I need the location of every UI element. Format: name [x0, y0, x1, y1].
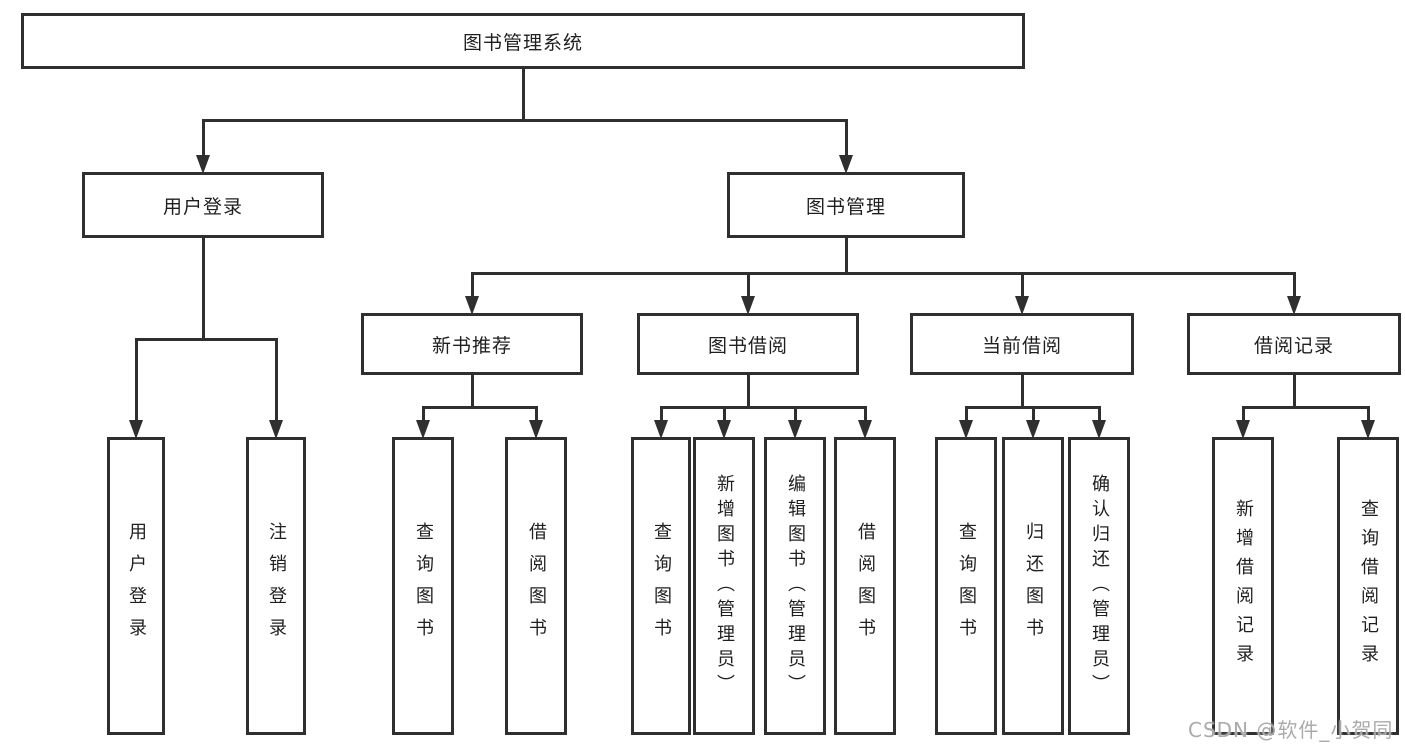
node-leaf-add-borrow-record: 新增借阅记录 [1212, 437, 1274, 735]
node-label: 图书管理 [805, 195, 886, 218]
arrow-down-icon [839, 155, 853, 174]
arrow-down-icon [1092, 420, 1106, 439]
connector-line [864, 406, 867, 426]
node-label: 查询借阅记录 [1358, 499, 1379, 673]
node-label: 新书推荐 [431, 334, 512, 357]
connector-line [1367, 406, 1370, 426]
connector-line [747, 272, 750, 302]
connector-line [135, 338, 138, 426]
node-label: 注销登录 [266, 522, 287, 650]
node-label: 查询图书 [413, 522, 434, 650]
arrow-down-icon [654, 420, 668, 439]
connector-line [1032, 406, 1035, 426]
node-root: 图书管理系统 [21, 13, 1025, 69]
csdn-watermark: CSDN @软件_小贺同学 [1188, 718, 1394, 742]
connector-line [1021, 373, 1024, 409]
connector-line [1021, 272, 1024, 302]
node-label: 确认归还（管理员） [1089, 473, 1110, 699]
node-leaf-logout: 注销登录 [246, 437, 306, 735]
node-leaf-confirm-return-admin: 确认归还（管理员） [1068, 437, 1130, 735]
node-label: 借阅图书 [855, 522, 876, 650]
connector-line [275, 338, 278, 426]
arrow-down-icon [529, 420, 543, 439]
connector-line [723, 406, 726, 426]
node-leaf-query-books-current: 查询图书 [935, 437, 997, 735]
connector-line [471, 373, 474, 409]
node-leaf-borrow-books: 借阅图书 [834, 437, 896, 735]
node-label: 借阅图书 [526, 522, 547, 650]
connector-line [535, 406, 538, 426]
connector-line [202, 119, 848, 122]
node-current-borrowing: 当前借阅 [910, 313, 1134, 375]
connector-line [794, 406, 797, 426]
node-leaf-return-books: 归还图书 [1002, 437, 1064, 735]
connector-line [135, 338, 278, 341]
node-leaf-query-books-borrow: 查询图书 [631, 437, 691, 735]
node-label: 新增图书（管理员） [714, 473, 735, 699]
connector-line [1242, 406, 1370, 409]
node-leaf-edit-books-admin: 编辑图书（管理员） [764, 437, 826, 735]
arrow-down-icon [959, 420, 973, 439]
connector-line [747, 373, 750, 409]
node-label: 借阅记录 [1253, 334, 1334, 357]
node-label: 新增借阅记录 [1233, 499, 1254, 673]
connector-line [522, 67, 525, 122]
arrow-down-icon [196, 155, 210, 174]
connector-line [202, 236, 205, 341]
node-leaf-query-borrow-record: 查询借阅记录 [1337, 437, 1399, 735]
node-user-login: 用户登录 [82, 172, 324, 238]
arrow-down-icon [717, 420, 731, 439]
arrow-down-icon [1287, 296, 1301, 315]
connector-line [202, 119, 205, 161]
connector-line [471, 272, 1296, 275]
node-label: 编辑图书（管理员） [785, 473, 806, 699]
node-label: 图书借阅 [707, 334, 788, 357]
arrow-down-icon [1236, 420, 1250, 439]
arrow-down-icon [416, 420, 430, 439]
connector-line [845, 119, 848, 161]
node-label: 归还图书 [1023, 522, 1044, 650]
arrow-down-icon [129, 420, 143, 439]
connector-line [845, 236, 848, 275]
arrow-down-icon [741, 296, 755, 315]
arrow-down-icon [465, 296, 479, 315]
node-leaf-add-books-admin: 新增图书（管理员） [693, 437, 755, 735]
connector-line [422, 406, 425, 426]
node-book-borrowing: 图书借阅 [637, 313, 859, 375]
node-leaf-query-books-recommend: 查询图书 [392, 437, 454, 735]
connector-line [1293, 373, 1296, 409]
connector-line [422, 406, 538, 409]
arrow-down-icon [858, 420, 872, 439]
arrow-down-icon [1015, 296, 1029, 315]
connector-line [471, 272, 474, 302]
node-label: 图书管理系统 [462, 31, 583, 54]
node-label: 查询图书 [651, 522, 672, 650]
node-label: 查询图书 [956, 522, 977, 650]
node-borrowing-records: 借阅记录 [1187, 313, 1401, 375]
node-leaf-borrow-books-recommend: 借阅图书 [505, 437, 567, 735]
arrow-down-icon [1361, 420, 1375, 439]
node-book-management: 图书管理 [727, 172, 965, 238]
connector-line [1242, 406, 1245, 426]
connector-line [965, 406, 968, 426]
node-label: 用户登录 [162, 195, 243, 218]
node-new-book-recommend: 新书推荐 [361, 313, 583, 375]
node-leaf-user-login: 用户登录 [107, 437, 165, 735]
arrow-down-icon [788, 420, 802, 439]
node-label: 用户登录 [126, 522, 147, 650]
connector-line [660, 406, 867, 409]
connector-line [1293, 272, 1296, 302]
arrow-down-icon [1026, 420, 1040, 439]
node-label: 当前借阅 [981, 334, 1062, 357]
connector-line [660, 406, 663, 426]
connector-line [1098, 406, 1101, 426]
arrow-down-icon [269, 420, 283, 439]
